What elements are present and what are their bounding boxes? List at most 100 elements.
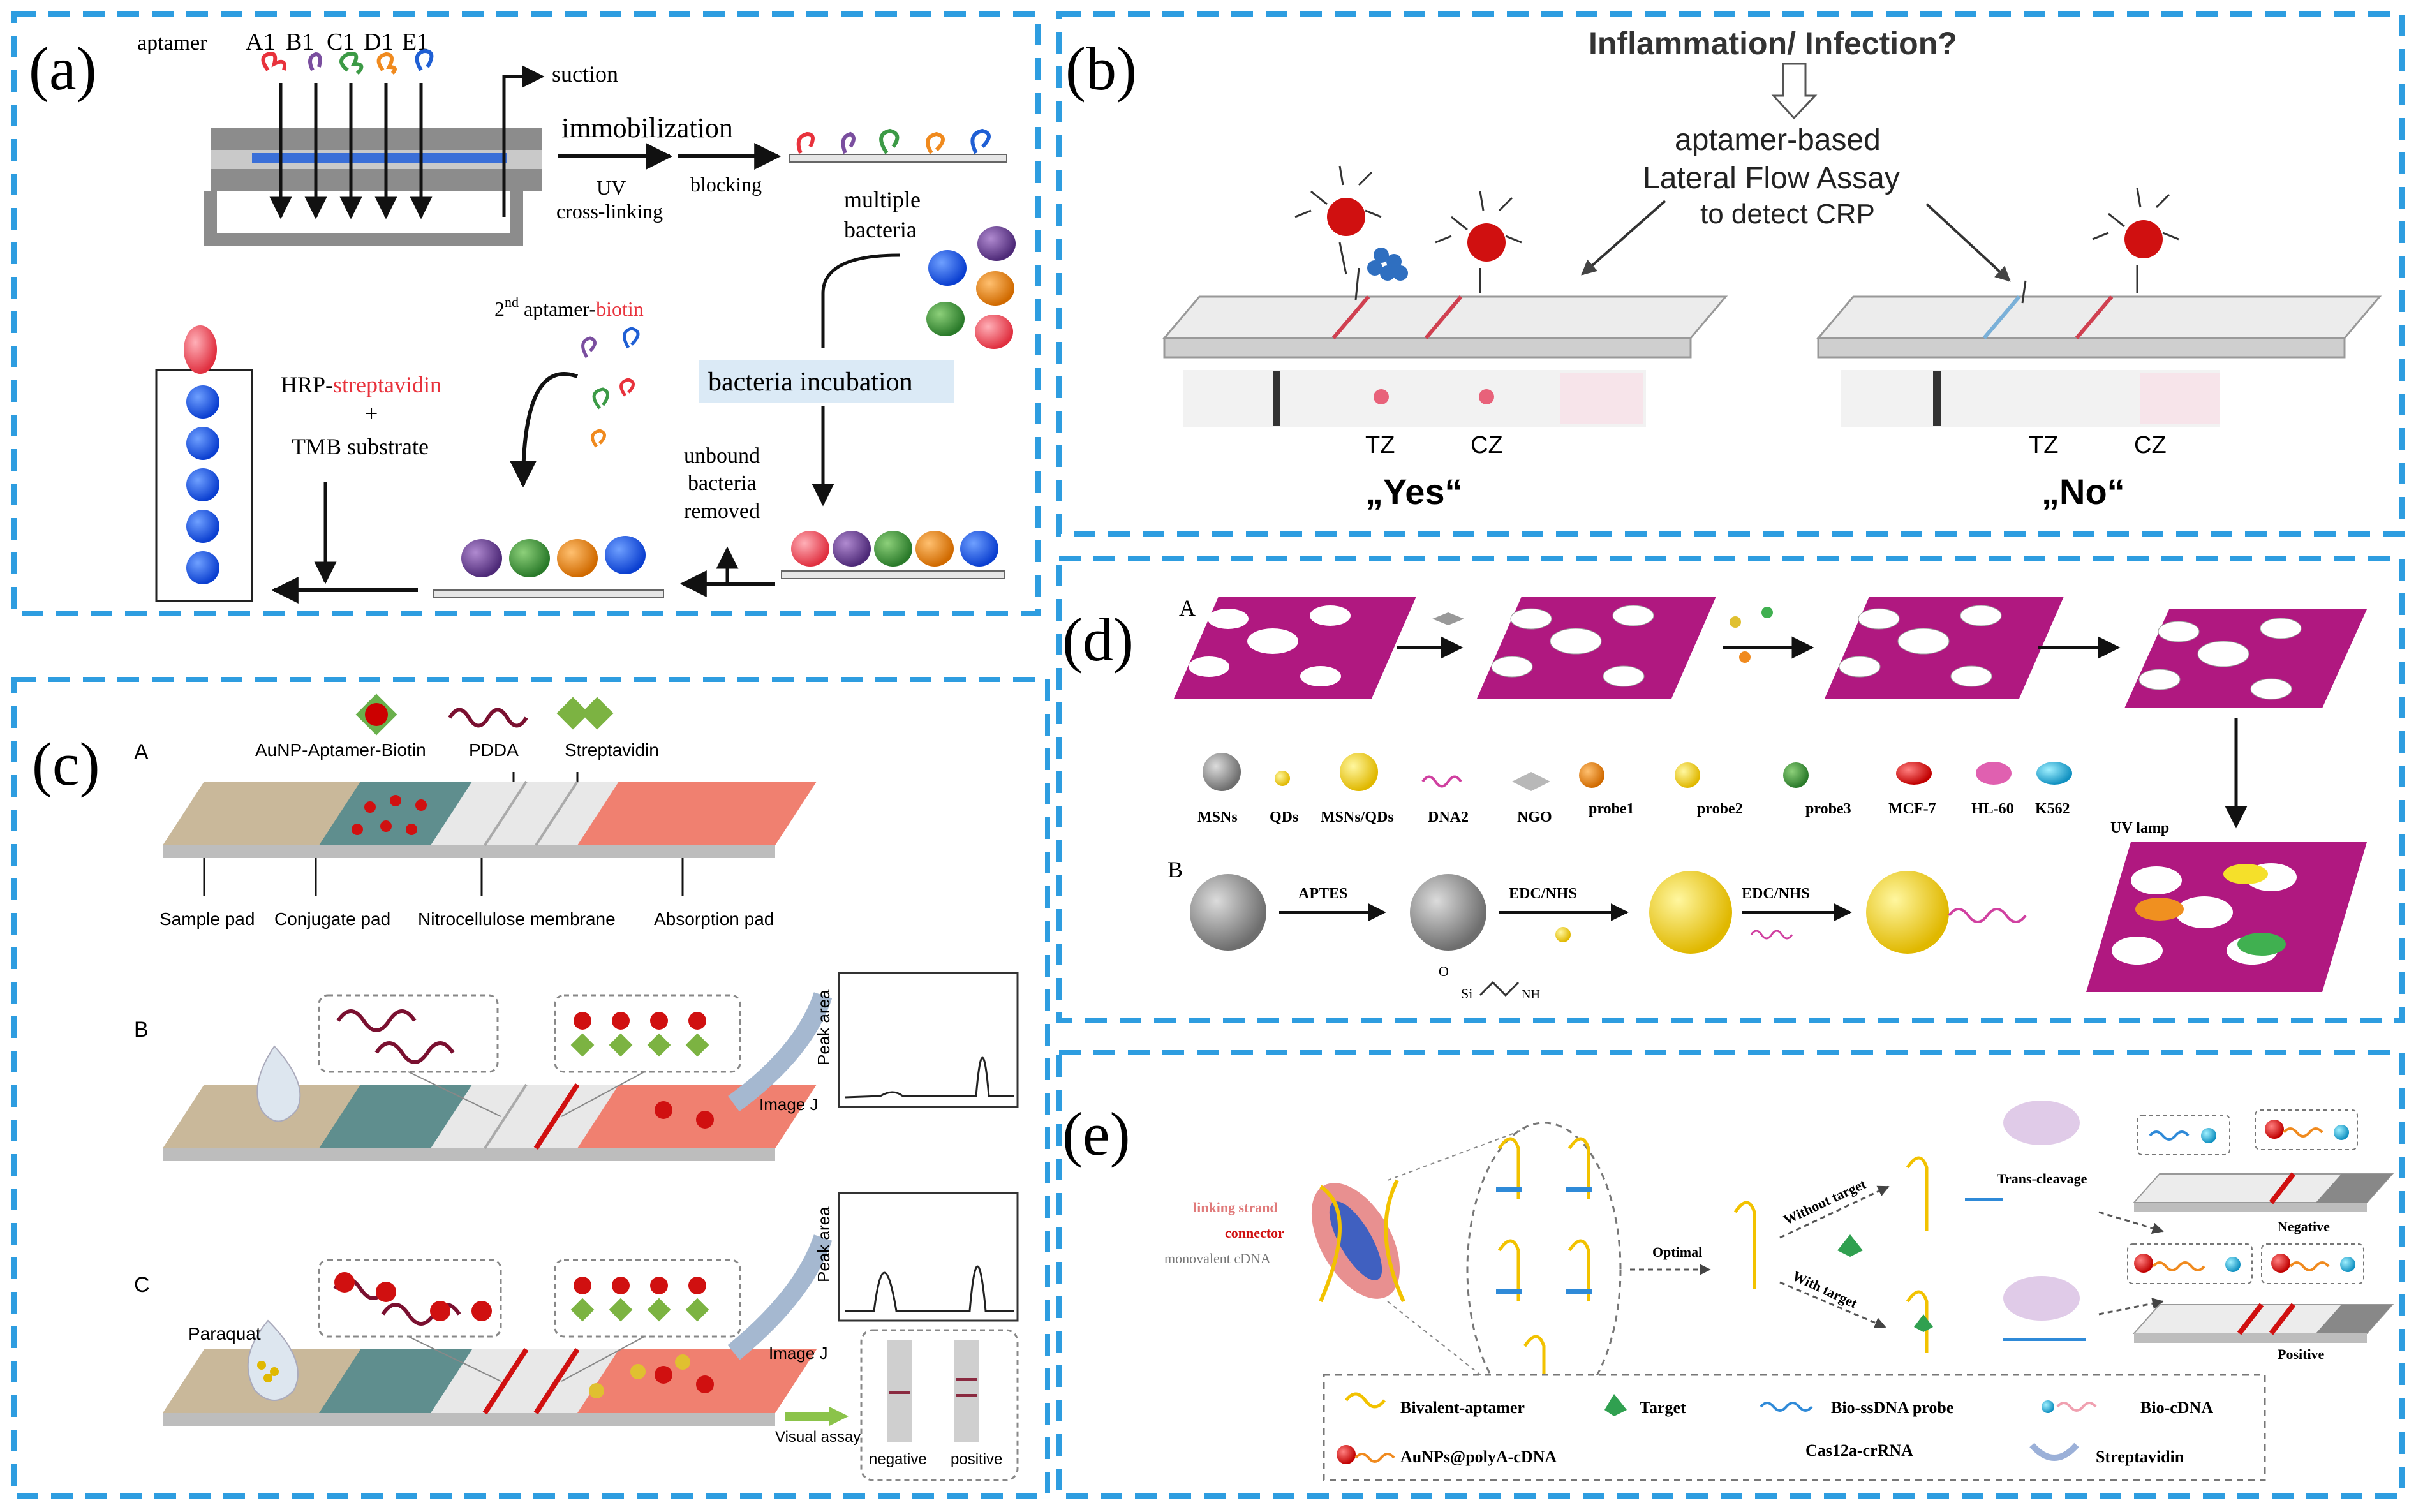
no-aptamer-tails bbox=[2021, 188, 2179, 304]
immobilization-label: immobilization bbox=[561, 112, 733, 144]
tz-no: TZ bbox=[2029, 432, 2058, 459]
positive-strip bbox=[2132, 1303, 2394, 1343]
negative-e-label: Negative bbox=[2278, 1219, 2330, 1234]
legend-cdna: Bio-cDNA bbox=[2140, 1398, 2213, 1417]
si-chain bbox=[1479, 981, 1520, 997]
hrp-label: HRP-streptavidin bbox=[281, 372, 441, 397]
paraquat-drop-icon bbox=[247, 1319, 299, 1401]
peak-area-c: Peak area bbox=[814, 1206, 833, 1282]
panel-b-border bbox=[1056, 11, 2405, 537]
peak-plot-b bbox=[838, 972, 1019, 1108]
panel-e-label: (e) bbox=[1062, 1100, 1130, 1168]
assay-line1: aptamer-based bbox=[1675, 123, 1881, 157]
multiple-label: multiple bbox=[844, 187, 921, 212]
arrow-to-yes bbox=[1581, 200, 1666, 276]
aptes-label: APTES bbox=[1298, 886, 1347, 902]
target-icon bbox=[1837, 1234, 1863, 1257]
photo-no-pad bbox=[2140, 373, 2220, 424]
aunp-label: AuNP-Aptamer-Biotin bbox=[255, 740, 426, 760]
slide-3 bbox=[433, 589, 664, 598]
cz-yes: CZ bbox=[1471, 432, 1503, 459]
bivalent-aptamer-icon bbox=[1311, 1179, 1405, 1303]
panel-e: (e) linking strand connector monovalent … bbox=[1056, 1050, 2405, 1499]
msn-qd-particle bbox=[1649, 871, 1732, 954]
neg-band bbox=[889, 1391, 910, 1394]
peak-plot-c bbox=[838, 1192, 1019, 1322]
msn-functionalized bbox=[1410, 874, 1486, 951]
row-a-label: A bbox=[134, 740, 149, 764]
si-o-1: O bbox=[1439, 963, 1449, 979]
pos-zoom-right-aunp bbox=[2271, 1254, 2290, 1273]
zoom-c-left-lead bbox=[408, 1336, 501, 1382]
legend-probe3: probe3 bbox=[1805, 801, 1851, 817]
aptamer-blue-segments bbox=[1496, 1187, 1592, 1294]
row-b-label: B bbox=[134, 1018, 149, 1042]
zoom-c-right bbox=[554, 1259, 741, 1338]
chip-arrows bbox=[269, 83, 433, 219]
streptavidin-label: Streptavidin bbox=[565, 740, 659, 760]
zoom-ellipse bbox=[1466, 1122, 1622, 1418]
chip-3 bbox=[1825, 597, 2064, 699]
bound-target bbox=[1914, 1314, 1933, 1332]
with-arrow bbox=[1779, 1281, 1886, 1328]
aptamer-label: aptamer bbox=[137, 31, 207, 55]
legend-probe1: probe1 bbox=[1589, 801, 1634, 817]
crp-cluster bbox=[1367, 248, 1408, 281]
aptamer-structures bbox=[1497, 1137, 1590, 1384]
neg-zoom-left-bead bbox=[2201, 1128, 2216, 1143]
bacterium-blue bbox=[928, 250, 967, 286]
probe-icons bbox=[1730, 607, 1773, 663]
legend-ngo: NGO bbox=[1517, 809, 1552, 826]
positive-e-label: Positive bbox=[2278, 1346, 2325, 1362]
panel-c-label: (c) bbox=[32, 730, 100, 798]
suction-arrow bbox=[502, 65, 545, 217]
positive-label: positive bbox=[951, 1451, 1002, 1468]
with-label: With target bbox=[1790, 1268, 1860, 1312]
legend-ssdna-icon bbox=[1760, 1402, 1813, 1412]
slide-3-bacteria bbox=[461, 536, 646, 577]
bacteria-cluster bbox=[926, 226, 1016, 349]
zoom-c-left bbox=[318, 1259, 502, 1338]
legend-probe2: probe2 bbox=[1697, 801, 1743, 817]
yes-aptamer-tails bbox=[1294, 165, 1522, 300]
zoom-b-right-items bbox=[570, 1012, 709, 1057]
legend-msns: MSNs bbox=[1197, 809, 1238, 826]
assay-line3: to detect CRP bbox=[1700, 198, 1875, 230]
chip-1 bbox=[1174, 597, 1416, 699]
legend-strep-icon bbox=[2029, 1442, 2079, 1461]
sample-pad-label: Sample pad bbox=[159, 909, 255, 929]
row-c-label: C bbox=[134, 1273, 150, 1297]
peak-area-b: Peak area bbox=[814, 989, 833, 1065]
si-label: Si bbox=[1461, 986, 1472, 1002]
uv-label: UV bbox=[597, 176, 626, 199]
bacterium-pink bbox=[975, 315, 1013, 349]
zoom-b-left-lead bbox=[408, 1071, 501, 1117]
aunp-no bbox=[2124, 220, 2163, 258]
strip-a-pointers bbox=[203, 858, 684, 896]
aunp-yes-2 bbox=[1467, 223, 1506, 262]
assay-line2: Lateral Flow Assay bbox=[1643, 161, 1900, 195]
connector-label: connector bbox=[1225, 1225, 1284, 1241]
yes-label: „Yes“ bbox=[1365, 471, 1463, 512]
legend-strep: Streptavidin bbox=[2096, 1448, 2184, 1466]
neg-zoom-right-aunp bbox=[2265, 1120, 2284, 1139]
zoom-c-aunps bbox=[334, 1272, 492, 1321]
optimal-label: Optimal bbox=[1652, 1244, 1702, 1260]
legend-target: Target bbox=[1640, 1398, 1686, 1417]
pos-arrow bbox=[2098, 1298, 2164, 1316]
e-legend-box bbox=[1323, 1374, 2266, 1481]
blocking-label: blocking bbox=[690, 173, 762, 196]
qd-small bbox=[1555, 927, 1571, 942]
optimal-aptamer bbox=[1733, 1201, 1756, 1289]
code-c1: C1 bbox=[327, 29, 355, 56]
pdda-squiggles bbox=[336, 1009, 455, 1064]
nitrocellulose-label: Nitrocellulose membrane bbox=[418, 909, 616, 929]
photo-no-line bbox=[1933, 371, 1941, 426]
photo-yes-pad bbox=[1560, 373, 1643, 424]
slide-2-bacteria bbox=[791, 531, 998, 567]
conjugate-pad-label: Conjugate pad bbox=[274, 909, 390, 929]
photo-yes-tz-dot bbox=[1374, 389, 1389, 404]
chip-5 bbox=[2086, 842, 2367, 992]
uv-lamp-label: UV lamp bbox=[2110, 820, 2169, 836]
